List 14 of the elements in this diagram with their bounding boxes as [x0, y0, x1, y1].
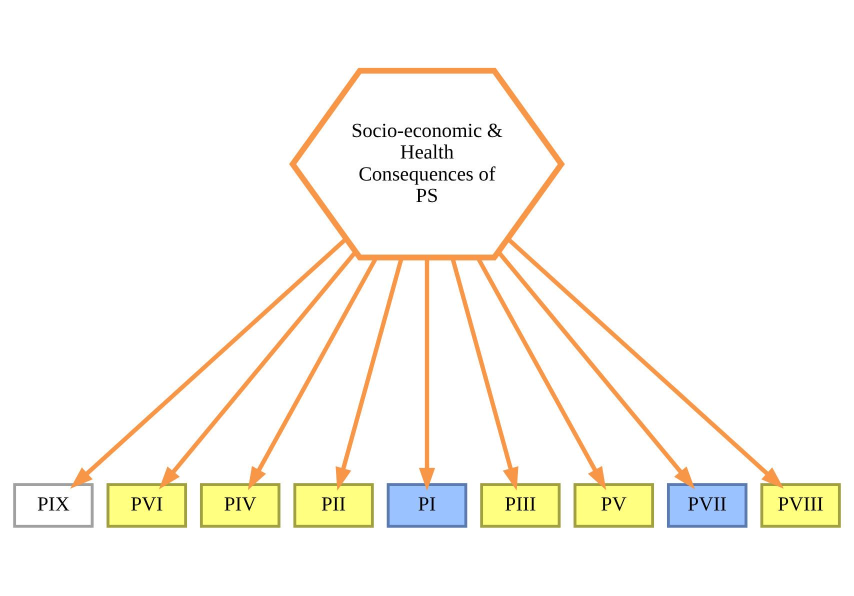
node-box: PVIII — [760, 482, 841, 528]
node-box: PIV — [200, 482, 280, 528]
node-box: PII — [293, 482, 374, 528]
arrow — [496, 250, 696, 489]
node-box: PI — [386, 482, 468, 528]
arrow — [158, 250, 358, 489]
node-box: PV — [574, 482, 654, 528]
node-box: PVI — [106, 482, 188, 528]
arrow — [70, 236, 348, 488]
arrow — [506, 236, 784, 488]
arrow — [418, 257, 436, 490]
node-box: PIX — [13, 482, 94, 528]
node-box: PIII — [480, 482, 561, 528]
node-box: PVII — [666, 482, 748, 528]
